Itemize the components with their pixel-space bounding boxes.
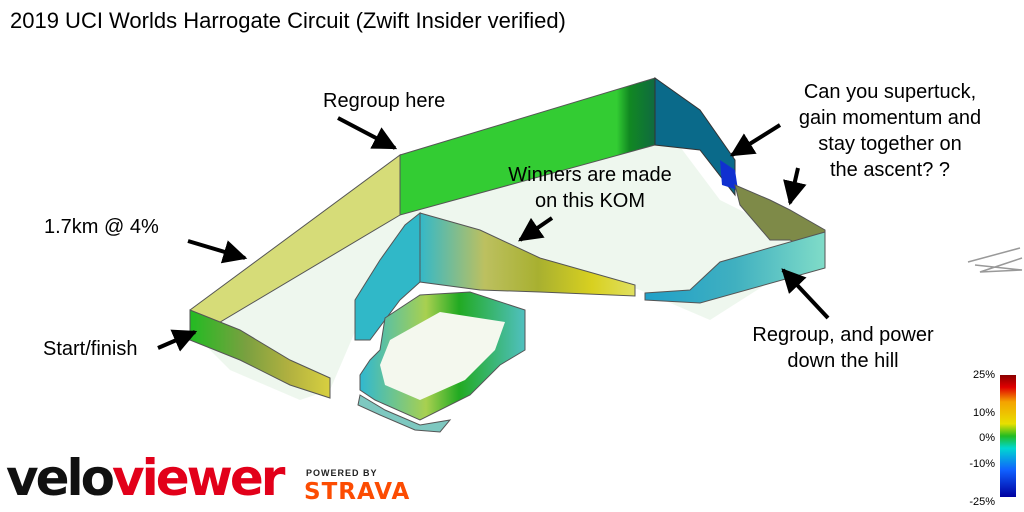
- annotation-supertuck-line3: stay together on: [818, 133, 962, 155]
- annotation-supertuck-line2: gain momentum and: [798, 107, 982, 129]
- inner-loop-tail: [357, 394, 452, 433]
- regroup-here-arrow: [337, 116, 398, 150]
- compass-mark: [967, 247, 1023, 273]
- legend-tick-neg10: -10%: [969, 458, 995, 470]
- inner-rise-wall: [354, 211, 421, 341]
- kom-wall: [419, 212, 636, 297]
- annotation-kom-line1: Winners are made: [508, 164, 672, 186]
- powered-by-label: POWERED BY: [306, 468, 378, 478]
- dip-wall: [720, 160, 738, 190]
- annotation-power-line1: Regroup, and power: [752, 324, 934, 346]
- veloviewer-logo-viewer: viewer: [112, 449, 285, 507]
- kom-arrow: [518, 216, 554, 242]
- annotation-climb: 1.7km @ 4%: [44, 216, 159, 238]
- veloviewer-logo: veloviewer: [6, 448, 285, 508]
- legend-tick-25: 25%: [972, 369, 995, 381]
- inner-loop-floor: [380, 312, 505, 400]
- power-descent-arrow: [781, 268, 830, 320]
- page-title: 2019 UCI Worlds Harrogate Circuit (Zwift…: [10, 8, 566, 33]
- climb-arrow: [187, 239, 248, 264]
- annotation-power-descent: Regroup, and power down the hill: [726, 322, 960, 374]
- supertuck-arrow: [729, 123, 782, 157]
- legend-tick-10: 10%: [972, 407, 995, 419]
- annotation-supertuck-line1: Can you supertuck,: [803, 81, 977, 103]
- legend-tick-0: 0%: [979, 432, 995, 444]
- ascent-arrow: [783, 167, 807, 206]
- strava-logo: STRAVA: [304, 479, 411, 505]
- annotation-kom: Winners are made on this KOM: [490, 162, 690, 214]
- start-finish-arrow: [157, 329, 198, 352]
- annotation-supertuck: Can you supertuck, gain momentum and sta…: [770, 79, 1010, 183]
- annotation-regroup-here: Regroup here: [323, 90, 446, 112]
- annotation-start-finish: Start/finish: [43, 338, 138, 360]
- gradient-color-scale: [1000, 375, 1016, 497]
- annotation-kom-line2: on this KOM: [534, 190, 646, 212]
- veloviewer-logo-velo: velo: [6, 449, 115, 507]
- annotation-power-line2: down the hill: [787, 350, 899, 372]
- legend-tick-neg25: -25%: [969, 496, 995, 508]
- route-shadow: [190, 120, 820, 400]
- descent-wall: [654, 77, 736, 197]
- annotation-supertuck-line4: the ascent? ?: [829, 159, 951, 181]
- start-finish-wall: [189, 309, 331, 399]
